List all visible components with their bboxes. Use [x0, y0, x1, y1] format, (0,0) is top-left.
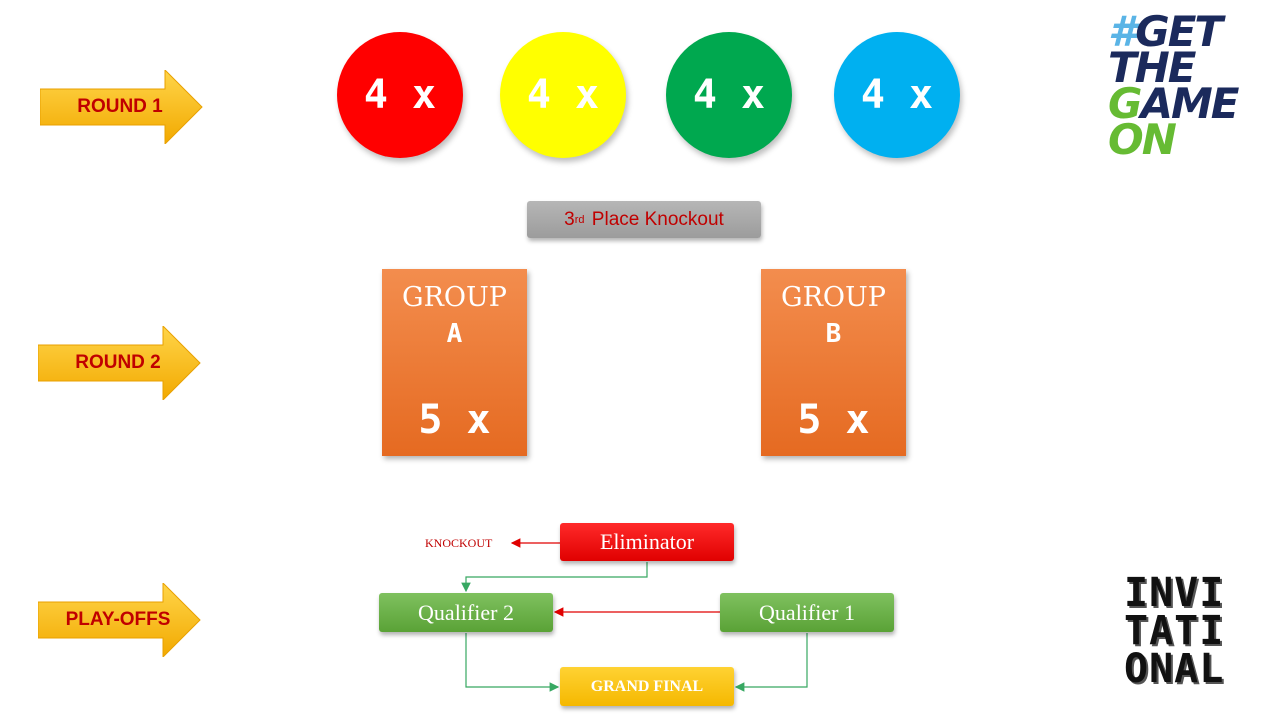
playoffs-arrow: PLAY-OFFS	[38, 583, 203, 657]
round1-circle-green: 4 x	[666, 32, 792, 158]
third-place-suffix: rd	[574, 213, 585, 226]
qualifier1-box: Qualifier 1	[720, 593, 894, 632]
logo-line4: ON	[1108, 115, 1177, 164]
logo-line3-g: G	[1108, 79, 1143, 128]
circle-count: 4 x	[363, 72, 437, 118]
group-title: GROUP	[781, 282, 886, 313]
group-title: GROUP	[402, 282, 507, 313]
grand-final-box: GRAND FINAL	[560, 667, 734, 706]
get-the-game-on-logo: #GET THE GAME ON	[1108, 11, 1268, 164]
round1-label: ROUND 1	[77, 96, 163, 117]
third-place-number: 3	[564, 208, 575, 230]
logo-line1: GET	[1135, 7, 1223, 56]
group-letter: A	[446, 319, 463, 349]
circle-count: 4 x	[692, 72, 766, 118]
invitational-logo: INVI TATI ONAL	[1124, 570, 1244, 694]
arrow-shape	[40, 70, 203, 144]
qualifier2-box: Qualifier 2	[379, 593, 553, 632]
connector-q1-final	[734, 633, 808, 692]
invit-line1: INVI	[1124, 570, 1225, 616]
connector-eliminator-q2	[461, 562, 648, 593]
invit-line3: ONAL	[1124, 646, 1225, 692]
group-count: 5 x	[797, 397, 870, 443]
logo-line2: THE	[1108, 43, 1197, 92]
group-count: 5 x	[418, 397, 491, 443]
logo-hash: #	[1108, 7, 1137, 56]
circle-count: 4 x	[860, 72, 934, 118]
round2-label: ROUND 2	[75, 352, 161, 373]
round1-circle-red: 4 x	[337, 32, 463, 158]
group-letter: B	[825, 319, 842, 349]
invit-line2: TATI	[1124, 608, 1225, 654]
group-b: GROUP B 5 x	[761, 269, 906, 456]
round1-circle-yellow: 4 x	[500, 32, 626, 158]
round1-arrow: ROUND 1	[40, 70, 205, 144]
group-a: GROUP A 5 x	[382, 269, 527, 456]
third-place-text: Place Knockout	[591, 208, 724, 230]
playoffs-label: PLAY-OFFS	[65, 609, 171, 630]
arrow-shape	[38, 583, 201, 657]
round2-arrow: ROUND 2	[38, 326, 203, 400]
arrow-shape	[38, 326, 201, 400]
logo-line3-rest: AME	[1140, 79, 1239, 128]
knockout-label: KNOCKOUT	[425, 536, 493, 550]
connector-q2-final	[465, 633, 560, 692]
circle-count: 4 x	[526, 72, 600, 118]
eliminator-box: Eliminator	[560, 523, 734, 561]
round1-circle-blue: 4 x	[834, 32, 960, 158]
